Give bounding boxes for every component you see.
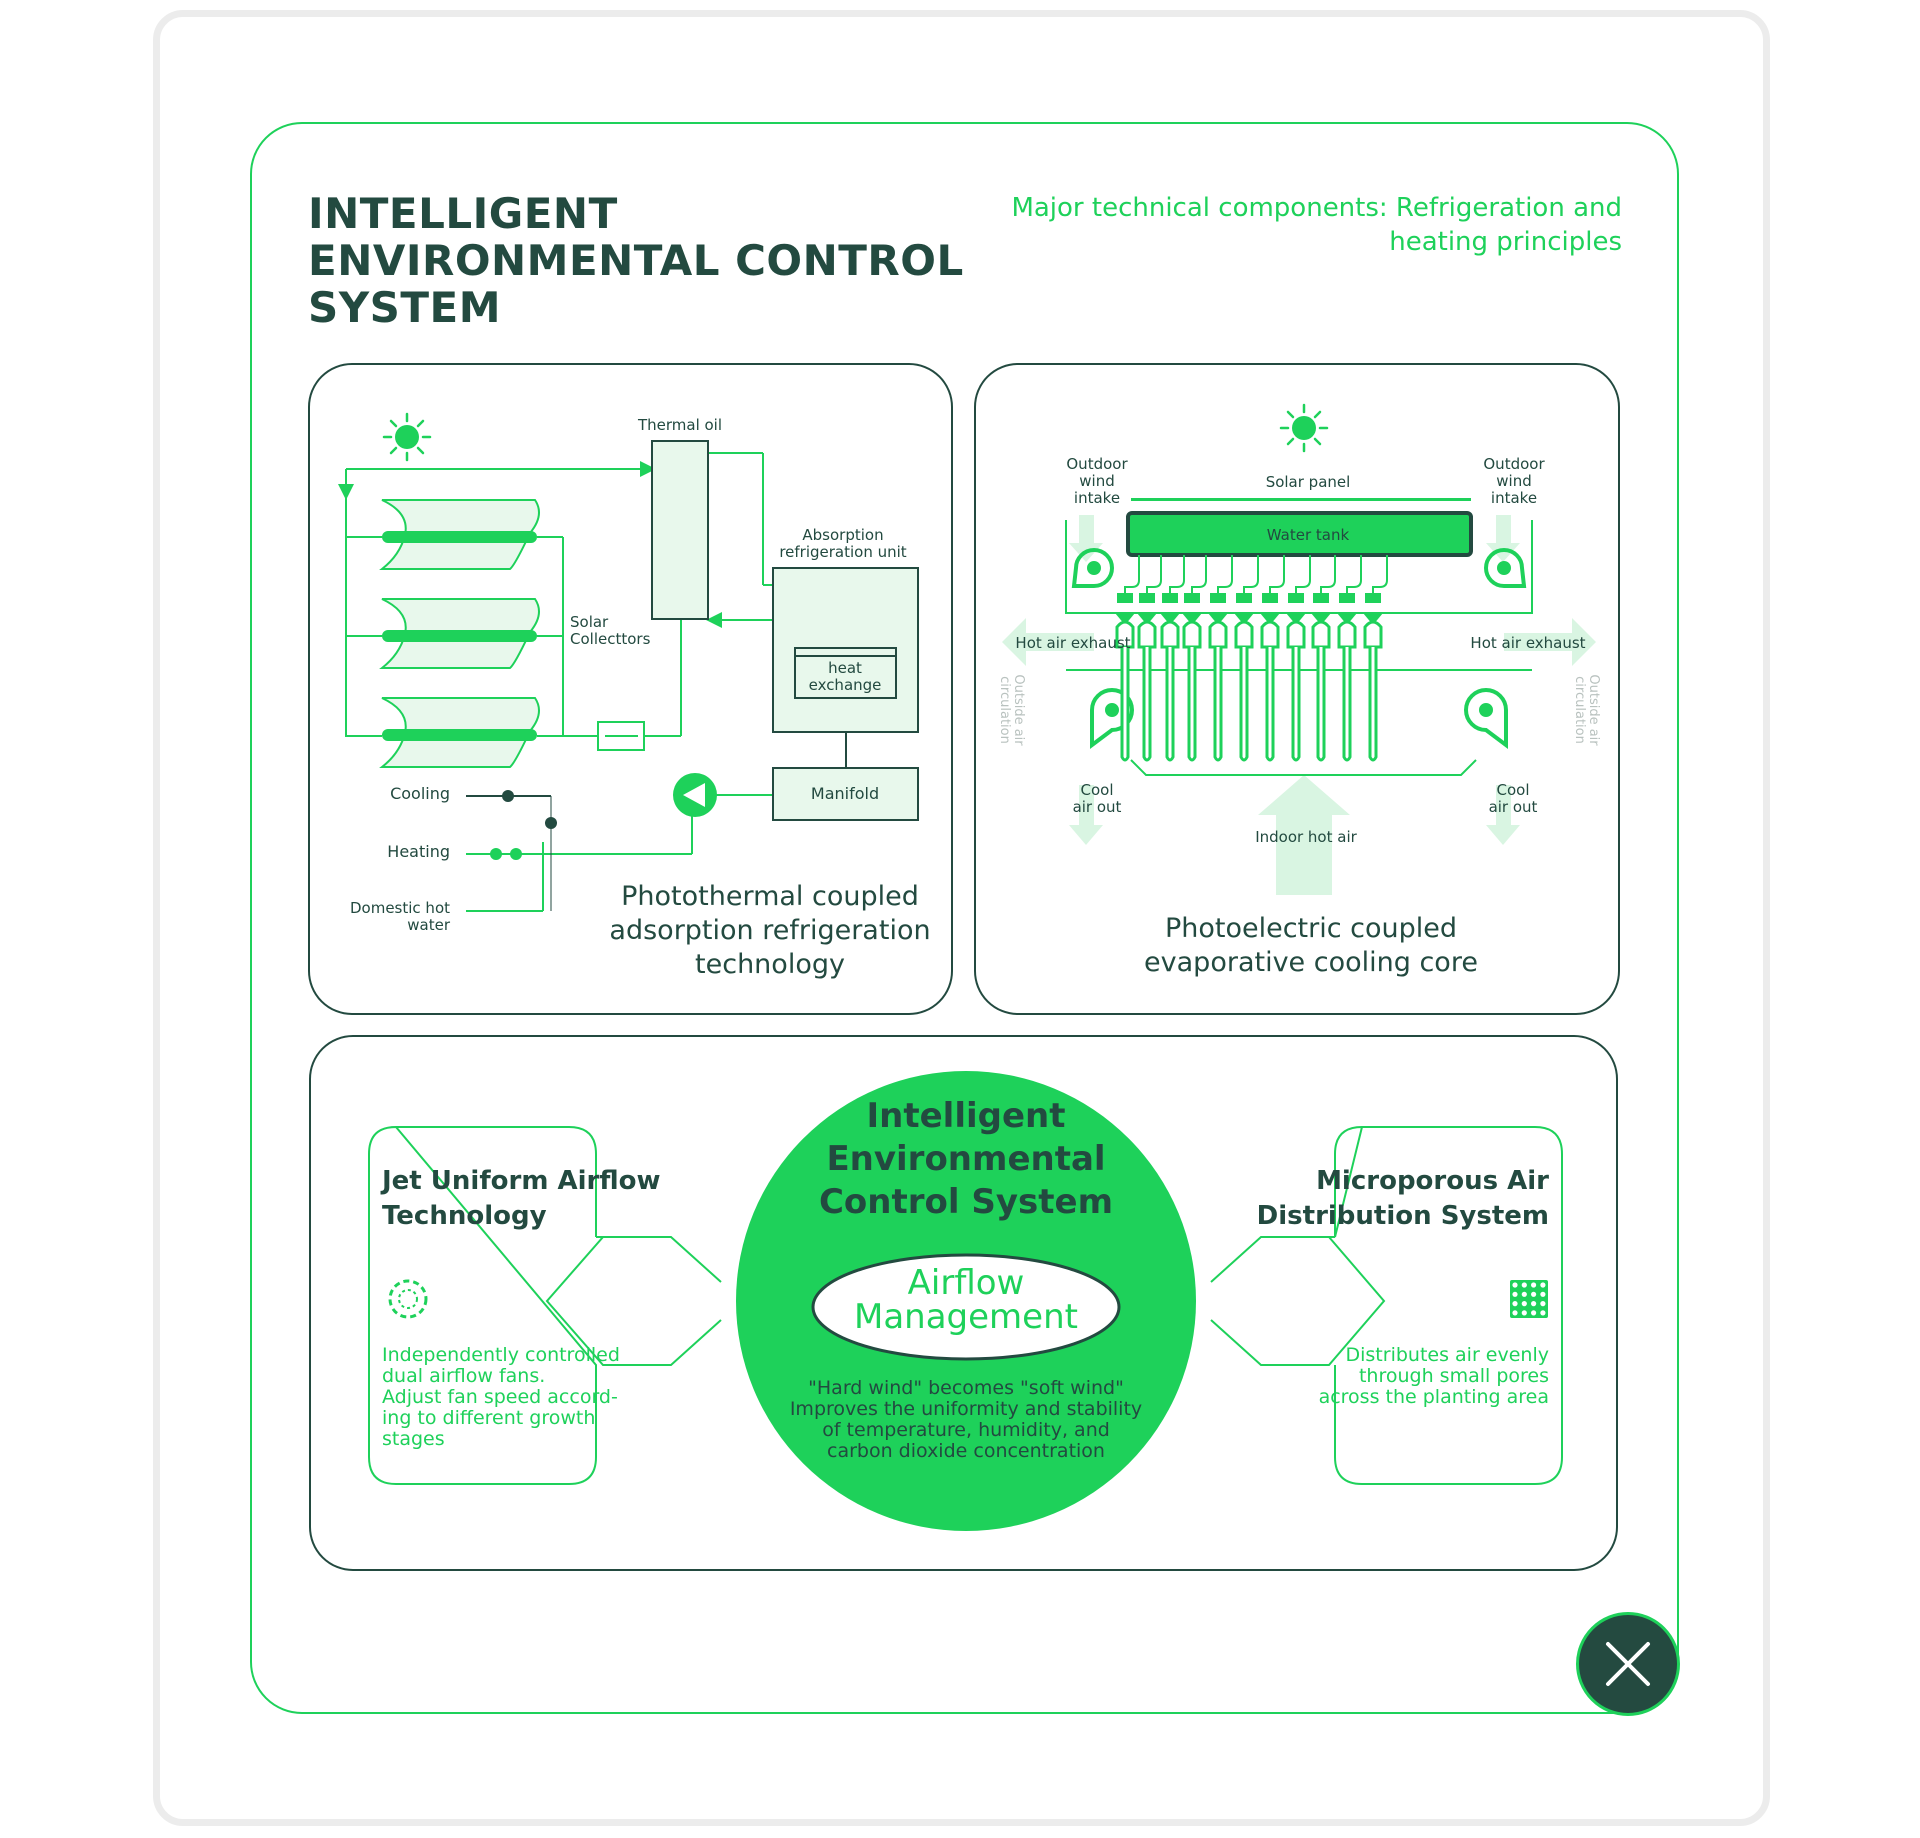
airflow-arrows — [1002, 515, 1596, 895]
label-cool-r2: air out — [1489, 798, 1538, 816]
label-outdoor-r2: wind — [1496, 472, 1531, 490]
center-desc-3: of temperature, humidity, and — [822, 1419, 1110, 1441]
right-card-title-2: Distribution System — [1257, 1201, 1549, 1231]
label-outdoor-l1: Outdoor — [1066, 455, 1128, 473]
sun-icon — [382, 412, 432, 462]
solar-collectors — [379, 499, 540, 768]
pump-icon — [673, 773, 717, 817]
label-outside-air-left-2: circulation — [997, 676, 1012, 744]
center-desc-2: Improves the uniformity and stability — [790, 1398, 1142, 1420]
water-tank — [1126, 511, 1473, 557]
right-card-desc-3: across the planting area — [1319, 1386, 1549, 1408]
label-solar-1: Solar — [570, 613, 609, 631]
manifold-box — [772, 767, 919, 821]
caption-line-1: Photoelectric coupled — [1165, 913, 1457, 944]
page-subtitle: Major technical components: Refrigeratio… — [1011, 193, 1622, 257]
right-card-desc-1: Distributes air evenly — [1346, 1344, 1550, 1366]
close-button[interactable] — [1576, 1612, 1680, 1716]
grid-icon — [1510, 1280, 1548, 1318]
label-heat-2: exchange — [809, 676, 882, 694]
airflow-diagram: Jet Uniform Airflow Technology Independe… — [368, 1071, 1563, 1531]
label-solar-panel: Solar panel — [1266, 473, 1351, 491]
label-cool-l2: air out — [1073, 798, 1122, 816]
label-dhw-2: water — [407, 916, 451, 934]
right-card-desc-2: through small pores — [1359, 1365, 1549, 1387]
photothermal-diagram: Thermal oil Absorption refrigeration uni… — [338, 412, 931, 980]
label-manifold: Manifold — [811, 784, 879, 803]
center-title-3: Control System — [819, 1182, 1113, 1222]
label-hot-exhaust-right: Hot air exhaust — [1470, 634, 1585, 652]
label-outdoor-r3: intake — [1491, 489, 1537, 507]
center-title-2: Environmental — [826, 1139, 1105, 1179]
photothermal-panel: Thermal oil Absorption refrigeration uni… — [308, 363, 953, 1015]
caption-line-2: evaporative cooling core — [1144, 947, 1478, 978]
caption-line-3: technology — [695, 949, 845, 980]
photoelectric-diagram: Outdoor wind intake Outdoor wind intake … — [997, 403, 1601, 978]
label-heat-1: heat — [828, 659, 862, 677]
label-solar-2: Collecttors — [570, 630, 651, 648]
right-arrow — [1210, 1236, 1386, 1366]
label-cooling: Cooling — [390, 784, 450, 803]
left-arrow — [545, 1236, 722, 1366]
sun-icon — [1279, 403, 1329, 453]
label-thermal-oil: Thermal oil — [637, 416, 722, 434]
photoelectric-panel: Outdoor wind intake Outdoor wind intake … — [974, 363, 1620, 1015]
center-desc-4: carbon dioxide concentration — [827, 1440, 1105, 1462]
label-outside-air-right-1: Outside air — [1586, 674, 1601, 746]
left-card-desc-4: ing to different growth — [382, 1407, 595, 1429]
caption-line-2: adsorption refrigeration — [609, 915, 930, 946]
airflow-badge — [811, 1253, 1121, 1361]
right-card-title-1: Microporous Air — [1316, 1166, 1549, 1196]
badge-line-2: Management — [854, 1297, 1078, 1337]
label-absorption-1: Absorption — [802, 526, 883, 544]
page-title: INTELLIGENT ENVIRONMENTAL CONTROL SYSTEM — [308, 189, 964, 332]
center-title-1: Intelligent — [867, 1096, 1066, 1136]
caption-line-1: Photothermal coupled — [621, 881, 919, 912]
center-desc-1: "Hard wind" becomes "soft wind" — [808, 1377, 1124, 1399]
solar-panel-bar — [1131, 498, 1471, 501]
label-cool-l1: Cool — [1081, 781, 1114, 799]
label-heating: Heating — [387, 842, 450, 861]
left-card-desc-3: Adjust fan speed accord- — [382, 1386, 618, 1408]
close-icon — [1606, 1642, 1650, 1686]
label-water-tank: Water tank — [1267, 526, 1350, 544]
badge-line-1: Airflow — [908, 1263, 1025, 1303]
left-card-title-1: Jet Uniform Airflow — [380, 1166, 660, 1196]
label-outside-air-left-1: Outside air — [1011, 674, 1026, 746]
label-dhw-1: Domestic hot — [350, 899, 450, 917]
label-hot-exhaust-left: Hot air exhaust — [1015, 634, 1130, 652]
label-outdoor-l2: wind — [1079, 472, 1114, 490]
thermal-oil-tank — [651, 440, 709, 620]
label-outside-air-right-2: circulation — [1572, 676, 1587, 744]
right-card — [1334, 1125, 1563, 1485]
label-cool-r1: Cool — [1497, 781, 1530, 799]
airflow-panel: Jet Uniform Airflow Technology Independe… — [309, 1035, 1618, 1571]
left-card — [368, 1125, 597, 1485]
fan-ring-icon — [388, 1279, 428, 1319]
label-absorption-2: refrigeration unit — [779, 543, 906, 561]
label-indoor-hot-air: Indoor hot air — [1255, 828, 1357, 846]
left-card-desc-1: Independently controlled — [382, 1344, 620, 1366]
label-outdoor-l3: intake — [1074, 489, 1120, 507]
fan-icons — [1071, 548, 1527, 749]
label-outdoor-r1: Outdoor — [1483, 455, 1545, 473]
left-card-desc-5: stages — [382, 1428, 445, 1450]
valve-dots — [466, 790, 557, 911]
left-card-desc-2: dual airflow fans. — [382, 1365, 545, 1387]
left-card-title-2: Technology — [382, 1201, 547, 1231]
evaporative-nozzles — [1115, 555, 1388, 762]
